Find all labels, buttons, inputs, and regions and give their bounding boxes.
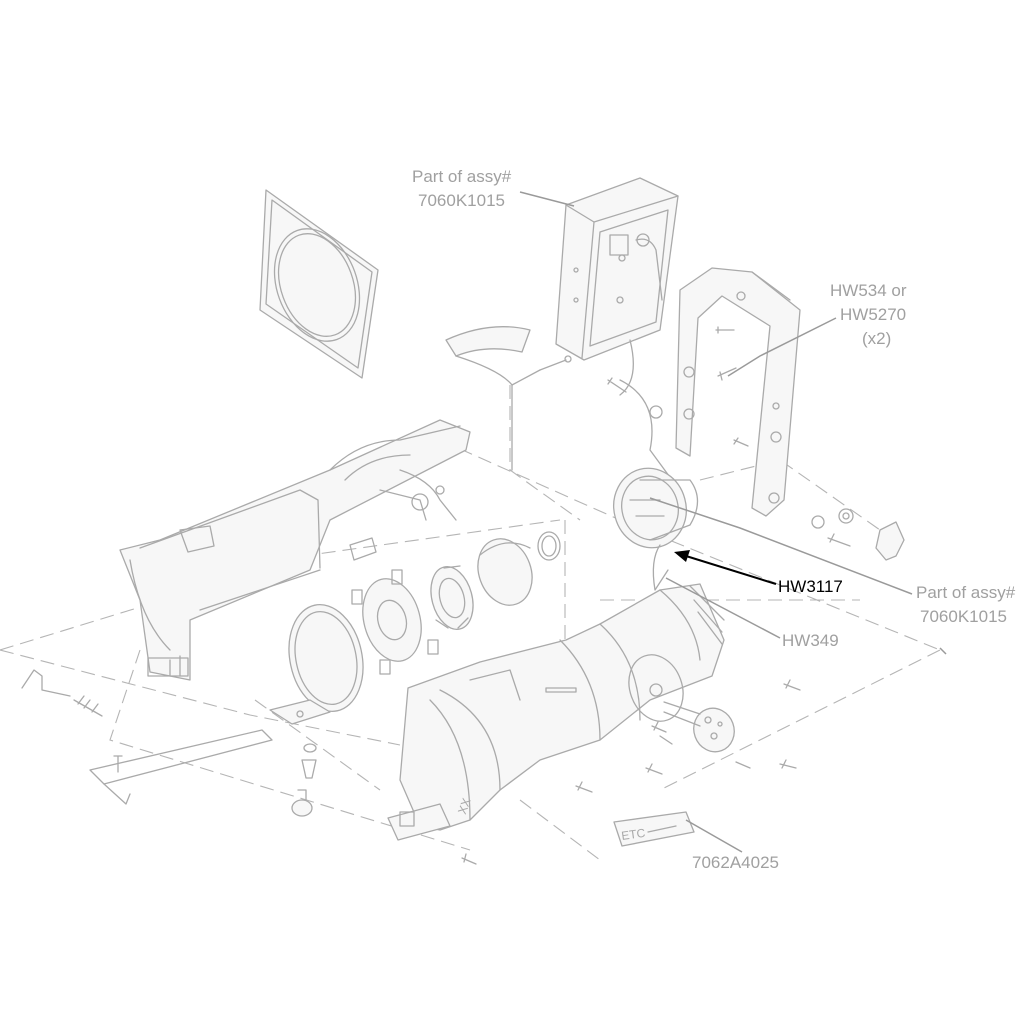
label-assy-top-line2: 7060K1015 <box>418 191 505 210</box>
lower-rail-parts <box>21 669 331 817</box>
electronics-housing <box>555 177 679 396</box>
lens-frame <box>259 189 379 379</box>
leader-lines <box>519 191 947 853</box>
label-assy-right-line2: 7060K1015 <box>920 607 1007 626</box>
etc-logo: ETC <box>620 826 646 843</box>
label-assy-top-line1: Part of assy# <box>412 167 512 186</box>
label-7062a4025: 7062A4025 <box>692 853 779 872</box>
yoke-screws <box>607 326 905 561</box>
label-hw3117: HW3117 <box>778 577 843 596</box>
rear-socket-plate <box>663 701 735 753</box>
etc-label-plate: ETC <box>613 811 695 847</box>
hw3117-callout-arrow <box>674 550 777 585</box>
label-hw534-line1: HW534 or <box>830 281 907 300</box>
yoke-bracket <box>619 267 801 517</box>
right-barrel: XX <box>387 583 725 841</box>
label-hw349: HW349 <box>782 631 839 650</box>
part-labels: Part of assy# 7060K1015 HW534 or HW5270 … <box>412 167 1016 872</box>
assembly-guide-lines <box>0 385 941 861</box>
lens-ring <box>288 604 364 712</box>
shutter-gear-parts <box>351 531 561 675</box>
barrel-screws <box>461 679 801 865</box>
xx-marking: XX <box>455 796 474 816</box>
label-hw534-line2: HW5270 <box>840 305 906 324</box>
label-assy-right-line1: Part of assy# <box>916 583 1016 602</box>
left-barrel-half <box>119 419 471 681</box>
curved-shutter <box>445 326 572 471</box>
label-hw534-line3: (x2) <box>862 329 891 348</box>
ring-motor-assembly <box>613 467 699 591</box>
